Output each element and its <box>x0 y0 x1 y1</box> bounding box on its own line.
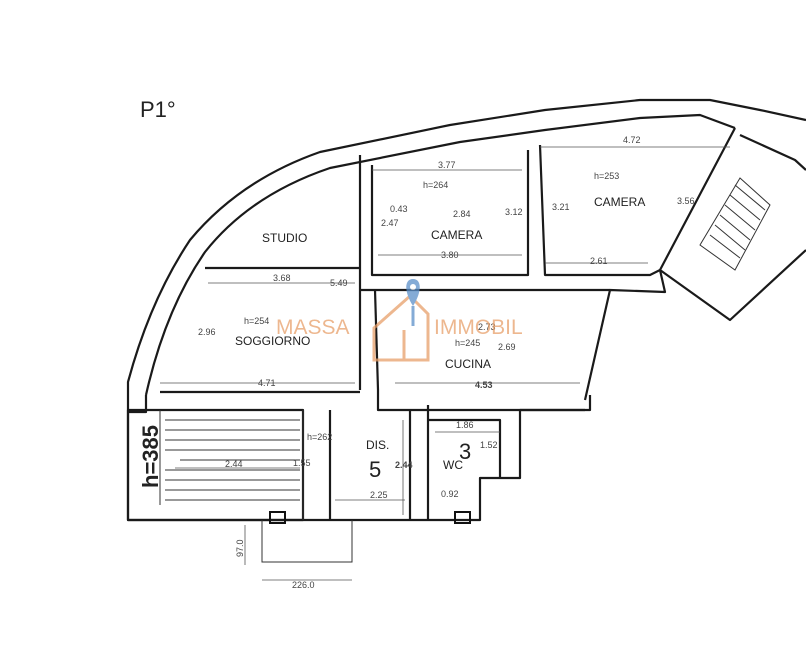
room-number-wc: 3 <box>459 439 471 464</box>
dim-label: 4.53 <box>475 380 493 390</box>
dim-label: 3.21 <box>552 202 570 212</box>
dim-label: 4.72 <box>623 135 641 145</box>
dim-label: 2.44 <box>225 459 243 469</box>
stair-hatch <box>699 177 771 271</box>
dim-label: 2.25 <box>370 490 388 500</box>
dim-label: 3.77 <box>438 160 456 170</box>
dimension-lines <box>160 146 730 515</box>
dim-label: 1.86 <box>456 420 474 430</box>
dim-label: 0.43 <box>390 204 408 214</box>
room-labels: STUDIO CAMERA CAMERA SOGGIORNO CUCINA DI… <box>138 195 645 488</box>
dim-label: 5.49 <box>330 278 348 288</box>
dim-label: 2.61 <box>590 256 608 266</box>
dim-label: 2.73 <box>478 322 496 332</box>
watermark: MASSA IMMOBIL <box>276 279 523 362</box>
room-label-soggiorno: SOGGIORNO <box>235 334 310 348</box>
dimension-labels: 4.72 3.77 0.43 2.47 2.84 3.12 3.21 3.56 … <box>198 135 695 590</box>
dim-label: 226.0 <box>292 580 315 590</box>
room-label-studio: STUDIO <box>262 231 307 245</box>
dim-label: 4.71 <box>258 378 276 388</box>
dim-label: 1.52 <box>480 440 498 450</box>
dim-label: 3.12 <box>505 207 523 217</box>
room-label-camera-1: CAMERA <box>431 228 482 242</box>
dim-label: 3.68 <box>273 273 291 283</box>
dim-label: 2.47 <box>381 218 399 228</box>
dim-label: 2.44 <box>395 460 413 470</box>
height-cucina: h=245 <box>455 338 480 348</box>
room-label-cucina: CUCINA <box>445 357 491 371</box>
height-camera-2: h=253 <box>594 171 619 181</box>
house-logo <box>372 293 430 362</box>
room-label-dis: DIS. <box>366 438 389 452</box>
room-heights: h=264 h=253 h=254 h=245 h=262 <box>244 171 619 442</box>
height-soggiorno: h=254 <box>244 316 269 326</box>
height-overall: h=385 <box>138 425 163 488</box>
dim-label: 2.84 <box>453 209 471 219</box>
height-camera-1: h=264 <box>423 180 448 190</box>
dim-label: 2.96 <box>198 327 216 337</box>
dim-label: 3.56 <box>677 196 695 206</box>
room-label-wc: WC <box>443 458 463 472</box>
watermark-right: IMMOBIL <box>434 316 523 339</box>
location-pin-icon <box>406 279 420 326</box>
room-label-camera-2: CAMERA <box>594 195 645 209</box>
interior-walls <box>160 144 661 520</box>
dim-label: 2.69 <box>498 342 516 352</box>
balcony <box>244 511 471 581</box>
dim-label: 3.80 <box>441 250 459 260</box>
floor-label: P1° <box>140 97 176 122</box>
dim-label: 0.92 <box>441 489 459 499</box>
watermark-left: MASSA <box>276 316 350 339</box>
dim-label: 97.0 <box>235 539 245 557</box>
dim-label: 1.55 <box>293 458 311 468</box>
height-dis: h=262 <box>307 432 332 442</box>
room-number-dis: 5 <box>369 457 381 482</box>
